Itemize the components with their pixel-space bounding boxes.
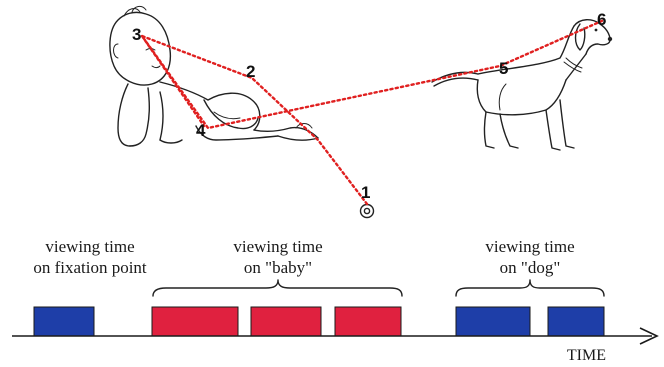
block-dog-2 [548, 307, 604, 336]
caption-fixation-line2: on fixation point [33, 258, 147, 277]
brace-dog [456, 280, 604, 296]
caption-baby-line2: on "baby" [244, 258, 312, 277]
caption-fixation-line1: viewing time [45, 237, 134, 256]
viewing-blocks [34, 307, 604, 336]
caption-baby-line1: viewing time [233, 237, 322, 256]
block-baby-1 [152, 307, 238, 336]
fixation-number-5: 5 [499, 59, 508, 78]
dog-illustration [432, 20, 612, 150]
group-braces [153, 280, 604, 296]
block-fixation-point [34, 307, 94, 336]
caption-dog-line1: viewing time [485, 237, 574, 256]
fixation-number-1: 1 [361, 183, 370, 202]
caption-dog-line2: on "dog" [500, 258, 561, 277]
brace-baby [153, 280, 402, 296]
group-captions: viewing time on fixation point viewing t… [33, 237, 574, 277]
fixation-number-6: 6 [597, 10, 606, 29]
block-dog-1 [456, 307, 530, 336]
block-baby-3 [335, 307, 401, 336]
fixation-number-3: 3 [132, 25, 141, 44]
block-baby-2 [251, 307, 321, 336]
time-axis-label: TIME [567, 347, 606, 364]
fixation-number-2: 2 [246, 62, 255, 81]
fixation-target-icon [361, 205, 374, 218]
fixation-number-4: 4 [196, 121, 206, 140]
fixation-labels: 1 2 3 4 5 6 [132, 10, 606, 202]
